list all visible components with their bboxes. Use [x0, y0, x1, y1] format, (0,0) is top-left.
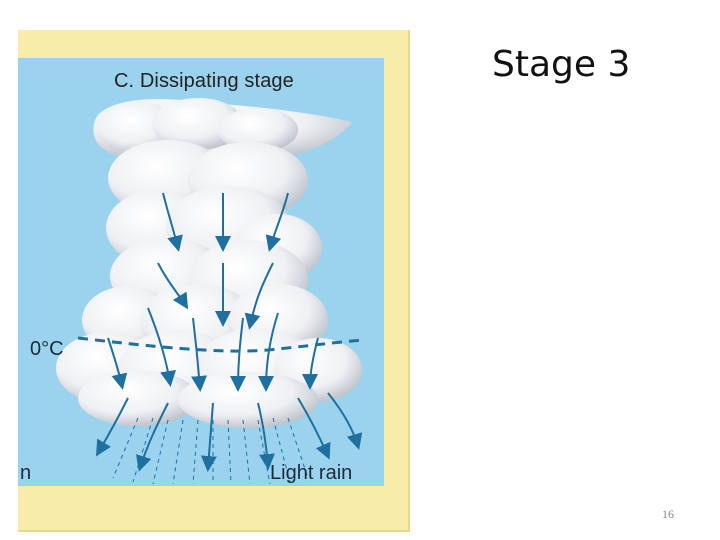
diagram-title: C. Dissipating stage: [114, 70, 294, 93]
cropped-label-fragment: n: [20, 462, 31, 485]
slide-number: 16: [662, 507, 674, 522]
freezing-level-label: 0°C: [30, 338, 64, 361]
dissipating-stage-illustration: [18, 58, 384, 486]
rain-label: Light rain: [270, 462, 352, 485]
cloud-tower: [56, 140, 362, 428]
cloud-illustration: [18, 58, 384, 486]
slide-title: Stage 3: [492, 44, 630, 85]
